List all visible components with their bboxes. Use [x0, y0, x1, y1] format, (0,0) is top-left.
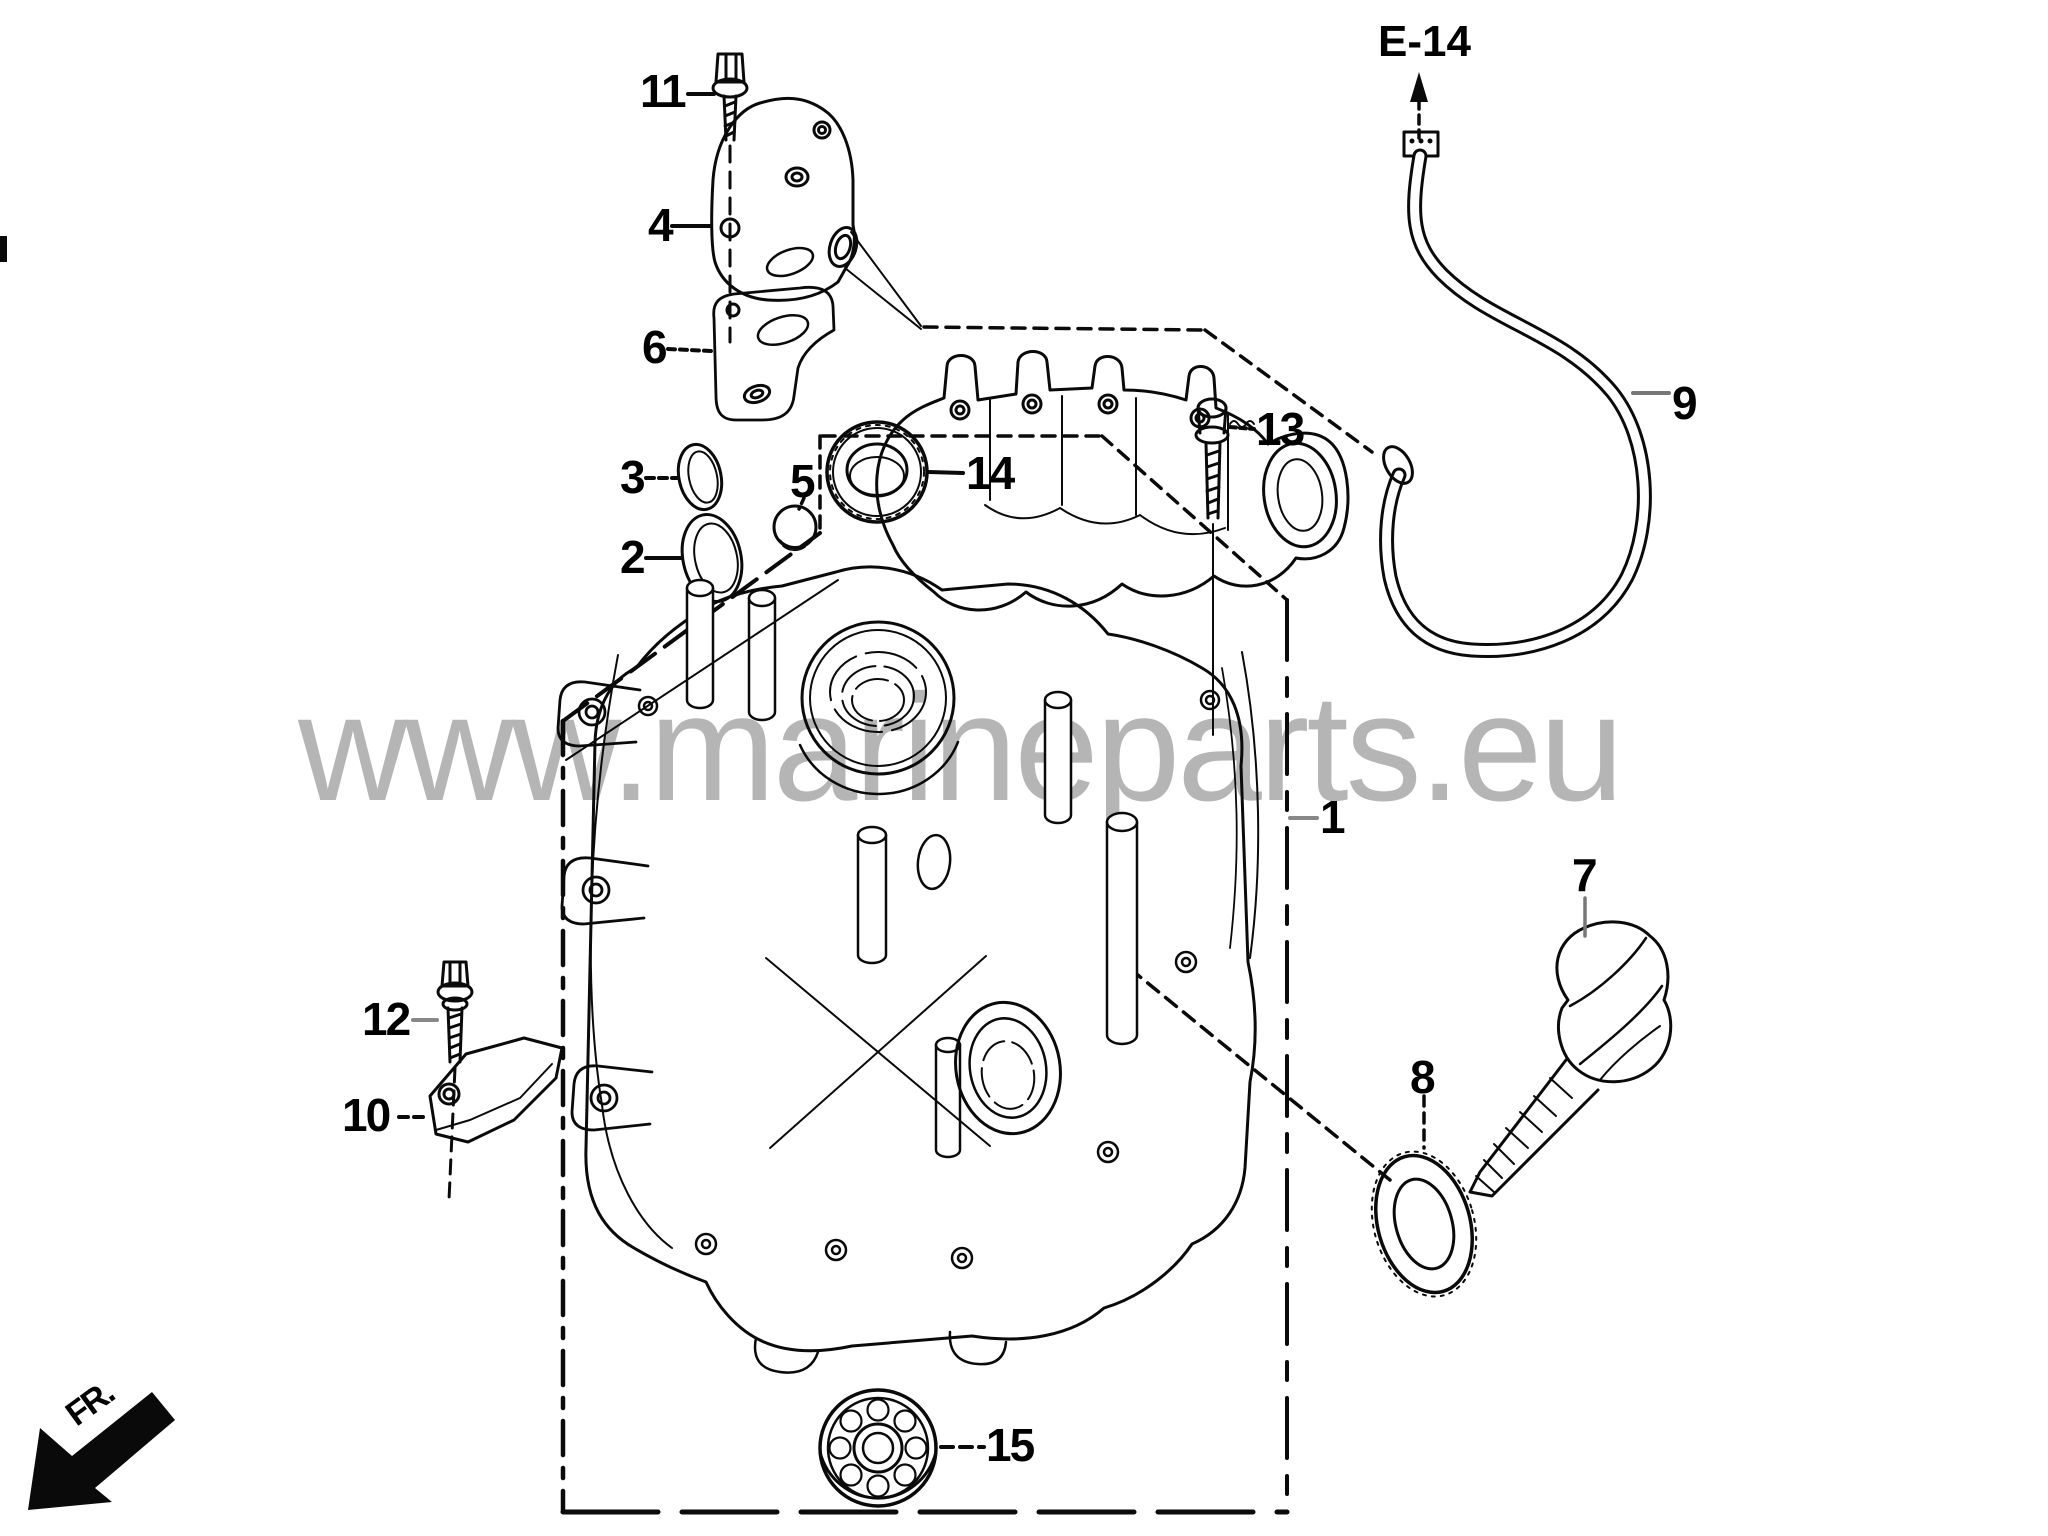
part-label-9: 9 [1672, 377, 1698, 429]
ball-5-drawing [772, 504, 818, 552]
grommet-3-drawing [676, 442, 724, 512]
part-label-4: 4 [648, 199, 674, 251]
part-label-10: 10 [342, 1089, 391, 1141]
watermark: www.marineparts.eu [298, 663, 1624, 833]
bearing-15-drawing [818, 1388, 938, 1508]
intake-bracket-drawing [710, 96, 922, 330]
part-label-3: 3 [620, 451, 646, 503]
part-label-12: 12 [362, 993, 411, 1045]
crankcase-assembly-drawing [556, 350, 1350, 1374]
seal-washer-8-drawing [1370, 1150, 1478, 1298]
part-label-1: 1 [1320, 791, 1346, 843]
part-label-14: 14 [966, 447, 1015, 499]
bracket-gasket-6-drawing [712, 285, 836, 422]
scan-artifact [0, 236, 7, 262]
front-direction-arrow [28, 1392, 175, 1510]
part-label-6: 6 [642, 321, 668, 373]
part-label-7: 7 [1572, 849, 1598, 901]
bolt-11-drawing [711, 52, 749, 344]
part-label-15: 15 [986, 1419, 1035, 1471]
leader-lines [397, 92, 1671, 1449]
part-label-11: 11 [640, 65, 687, 117]
assembly-boundary-dashes [560, 325, 1392, 1515]
part-label-5: 5 [790, 455, 816, 507]
part-label-8: 8 [1410, 1051, 1436, 1103]
reference-label-e14: E-14 [1378, 17, 1471, 66]
oil-dipstick-7-drawing [1468, 896, 1673, 1198]
plate-10-drawing [428, 1036, 564, 1144]
breather-hose-drawing [1379, 130, 1652, 658]
e14-arrow [1410, 72, 1428, 140]
part-label-2: 2 [620, 531, 646, 583]
part-label-13: 13 [1256, 403, 1305, 455]
